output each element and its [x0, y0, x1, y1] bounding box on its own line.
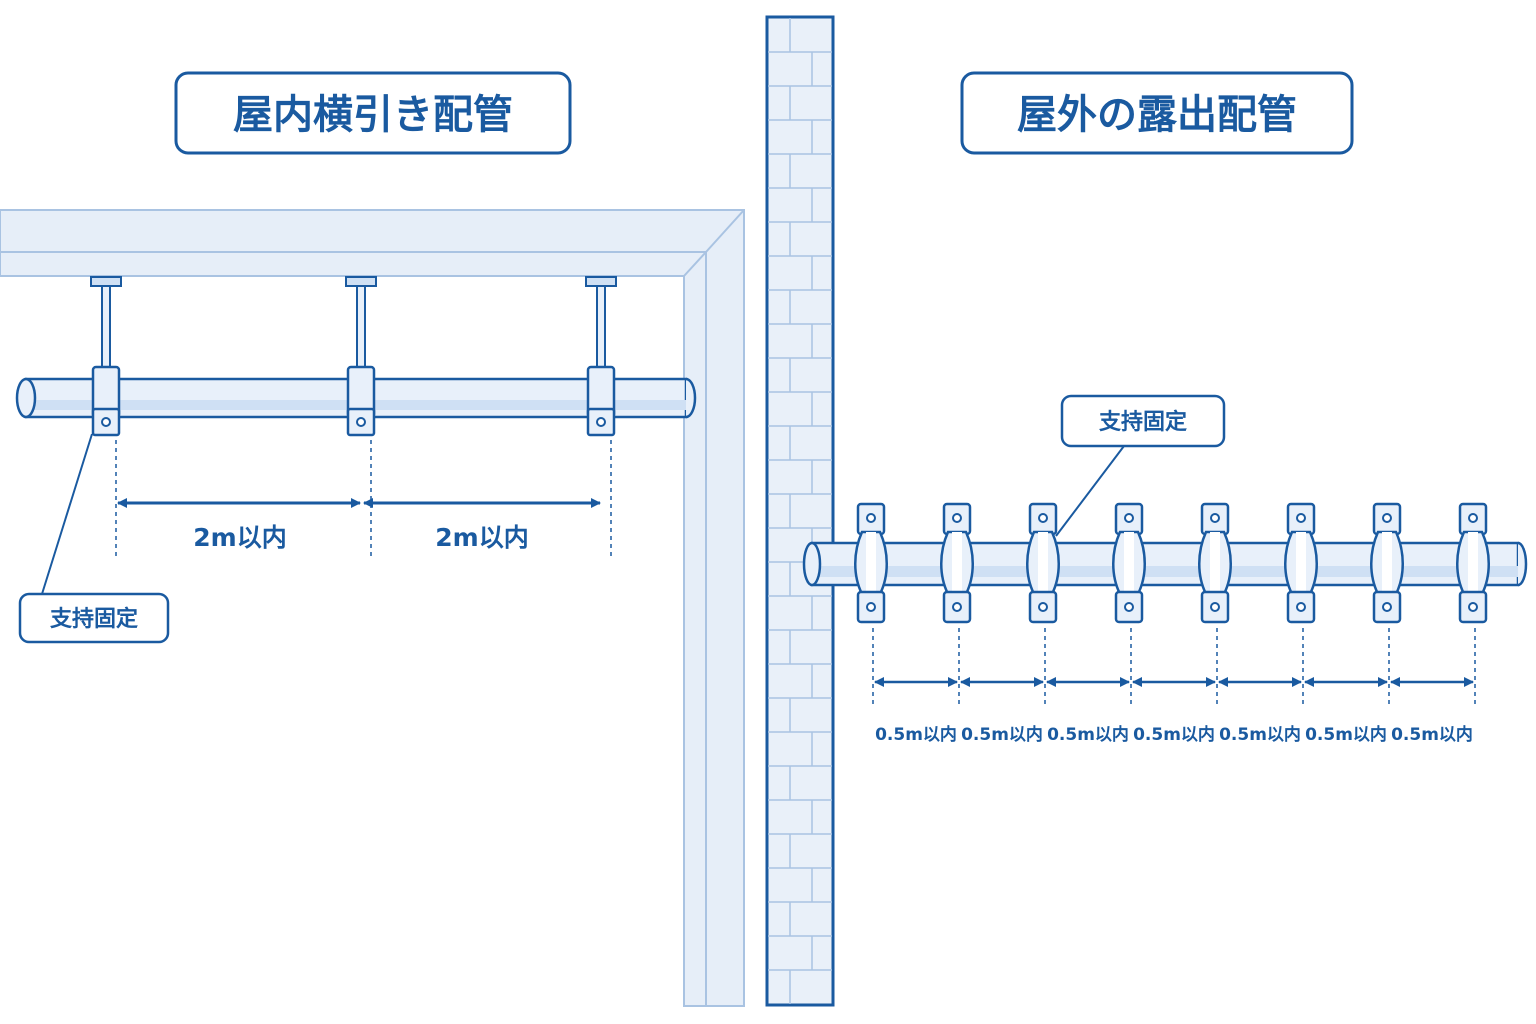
indoor-dimensions: 2m以内 2m以内: [117, 498, 601, 552]
outdoor-clamp-4: [1112, 502, 1146, 624]
indoor-hangers: [90, 276, 617, 437]
outdoor-pipe: [802, 541, 1528, 587]
indoor-title: 屋内横引き配管: [233, 92, 513, 138]
outdoor-spacing-label-7: 0.5m以内: [1391, 724, 1473, 745]
brick-wall: [765, 15, 835, 1007]
outdoor-title-box: 屋外の露出配管: [960, 71, 1354, 155]
outdoor-spacing-label-3: 0.5m以内: [1047, 724, 1129, 745]
outdoor-spacing-label-4: 0.5m以内: [1133, 724, 1215, 745]
outdoor-spacing-label-1: 0.5m以内: [875, 724, 957, 745]
outdoor-guides: [872, 628, 1476, 706]
ceiling-frame: [0, 209, 745, 1007]
outdoor-clamp-2: [940, 502, 974, 624]
outdoor-clamp-8: [1456, 502, 1490, 624]
outdoor-title: 屋外の露出配管: [1017, 92, 1297, 138]
outdoor-clamp-6: [1284, 502, 1318, 624]
outdoor-clamp-5: [1198, 502, 1232, 624]
outdoor-clamp-7: [1370, 502, 1404, 624]
outdoor-spacing-label-6: 0.5m以内: [1305, 724, 1387, 745]
indoor-guides: [115, 440, 612, 560]
indoor-spacing-label-2: 2m以内: [435, 523, 528, 552]
indoor-support-label: 支持固定: [50, 606, 138, 632]
outdoor-support-label: 支持固定: [1099, 409, 1187, 435]
indoor-hanger-1: [90, 276, 122, 437]
indoor-spacing-label-1: 2m以内: [193, 523, 286, 552]
outdoor-clamps: [854, 502, 1490, 624]
outdoor-support-callout: 支持固定: [1055, 394, 1226, 537]
outdoor-clamp-1: [854, 502, 888, 624]
indoor-section: 屋内横引き配管 2m以内 2m以内: [0, 71, 745, 1007]
indoor-title-box: 屋内横引き配管: [174, 71, 572, 155]
outdoor-spacing-label-2: 0.5m以内: [961, 724, 1043, 745]
outdoor-spacing-label-5: 0.5m以内: [1219, 724, 1301, 745]
indoor-hanger-3: [585, 276, 617, 437]
indoor-hanger-2: [345, 276, 377, 437]
outdoor-clamp-3: [1026, 502, 1060, 624]
indoor-support-callout: 支持固定: [18, 433, 170, 644]
